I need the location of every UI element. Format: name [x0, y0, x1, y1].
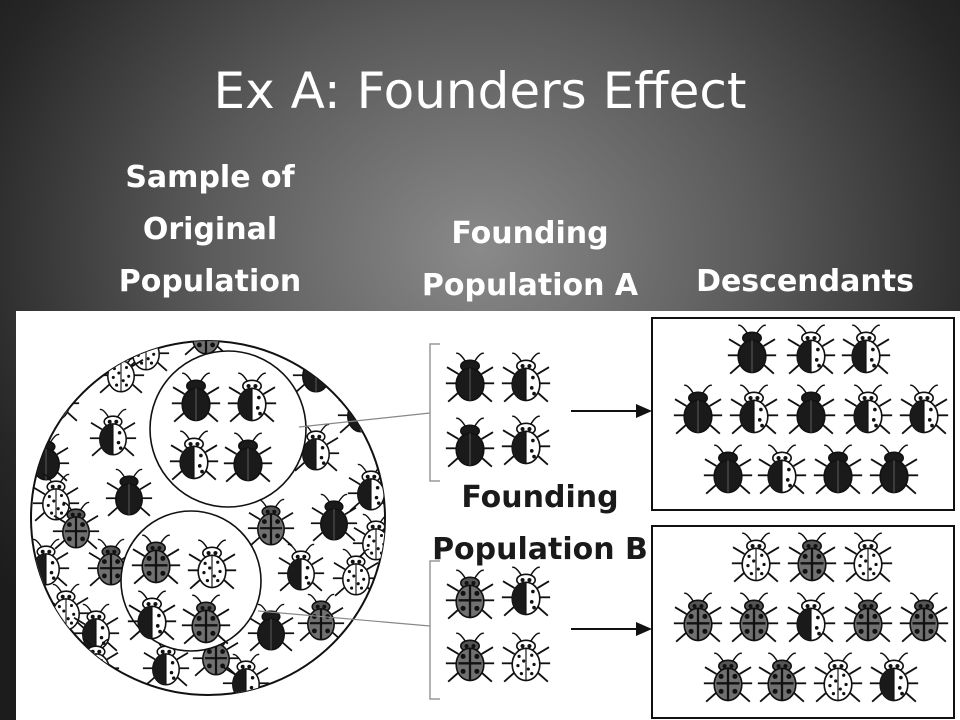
beetle-icon	[332, 548, 380, 597]
beetle-icon	[105, 468, 153, 517]
beetle-icon	[757, 444, 807, 495]
beetle-icon	[131, 534, 181, 585]
beetle-icon	[843, 532, 893, 583]
beetle-icon	[501, 352, 551, 403]
beetle-icon	[729, 384, 779, 435]
beetle-icon	[843, 592, 893, 643]
beetle-icon	[899, 384, 949, 435]
beetle-icon	[673, 592, 723, 643]
beetle-icon	[223, 432, 273, 483]
beetle-icon	[731, 532, 781, 583]
sample-circle-a	[149, 350, 307, 508]
beetle-icon	[501, 566, 551, 617]
beetle-icon	[445, 417, 495, 468]
beetle-icon	[727, 324, 777, 375]
beetle-icon	[673, 384, 723, 435]
slide-title: Ex A: Founders Effect	[213, 62, 747, 120]
beetle-icon	[312, 341, 360, 360]
beetle-icon	[787, 532, 837, 583]
beetle-icon	[843, 384, 893, 435]
beetle-icon	[445, 352, 495, 403]
beetle-icon	[869, 444, 919, 495]
beetle-icon	[310, 493, 358, 542]
founding-b-bracket	[429, 560, 440, 700]
label-founding-population-a: Founding Population A	[421, 216, 639, 303]
beetle-icon	[89, 408, 137, 457]
beetle-icon	[757, 652, 807, 703]
beetle-icon	[729, 592, 779, 643]
beetle-icon	[445, 569, 495, 620]
beetle-icon	[347, 463, 385, 512]
beetle-icon	[169, 430, 219, 481]
beetle-icon	[92, 341, 136, 356]
beetle-icon	[292, 423, 340, 472]
beetle-icon	[52, 501, 100, 550]
beetle-icon	[181, 594, 231, 645]
founders-effect-figure	[16, 311, 960, 720]
beetle-icon	[277, 543, 325, 592]
beetle-icon	[247, 498, 295, 547]
beetle-icon	[142, 638, 190, 687]
beetle-icon	[501, 632, 551, 683]
beetle-icon	[501, 415, 551, 466]
beetle-illustration	[30, 317, 955, 719]
beetle-icon	[32, 473, 80, 522]
beetle-icon	[703, 652, 753, 703]
beetle-icon	[227, 372, 277, 423]
beetle-icon	[127, 590, 177, 641]
label-founding-population-b: Founding Population B	[432, 480, 648, 567]
beetle-icon	[899, 592, 949, 643]
beetle-icon	[171, 372, 221, 423]
beetle-icon	[841, 324, 891, 375]
beetle-icon	[703, 444, 753, 495]
beetle-icon	[869, 652, 919, 703]
founding-a-bracket	[429, 343, 440, 482]
beetle-icon	[786, 384, 836, 435]
beetle-icon	[786, 324, 836, 375]
label-descendants: Descendants	[696, 264, 914, 299]
label-sample-original-population: Sample of Original Population	[118, 160, 302, 299]
beetle-icon	[813, 444, 863, 495]
beetle-icon	[187, 539, 237, 590]
beetle-icon	[445, 632, 495, 683]
beetle-icon	[813, 652, 863, 703]
beetle-icon	[247, 603, 295, 652]
beetle-icon	[786, 592, 836, 643]
